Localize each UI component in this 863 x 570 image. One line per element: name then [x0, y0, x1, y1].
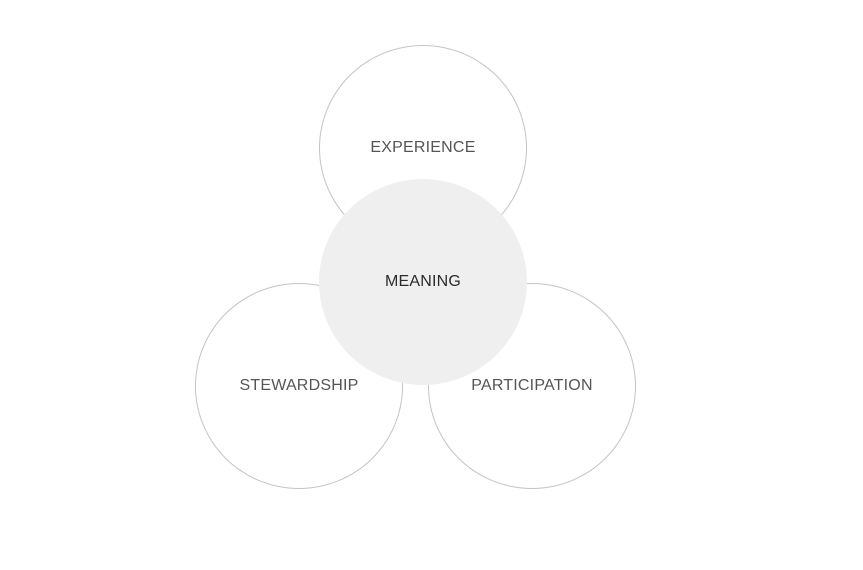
meaning-label: MEANING	[384, 273, 462, 290]
meaning-circle: MEANING	[319, 179, 527, 385]
participation-label: PARTICIPATION	[471, 377, 593, 394]
experience-label: EXPERIENCE	[370, 139, 476, 156]
stewardship-label: STEWARDSHIP	[239, 377, 359, 394]
